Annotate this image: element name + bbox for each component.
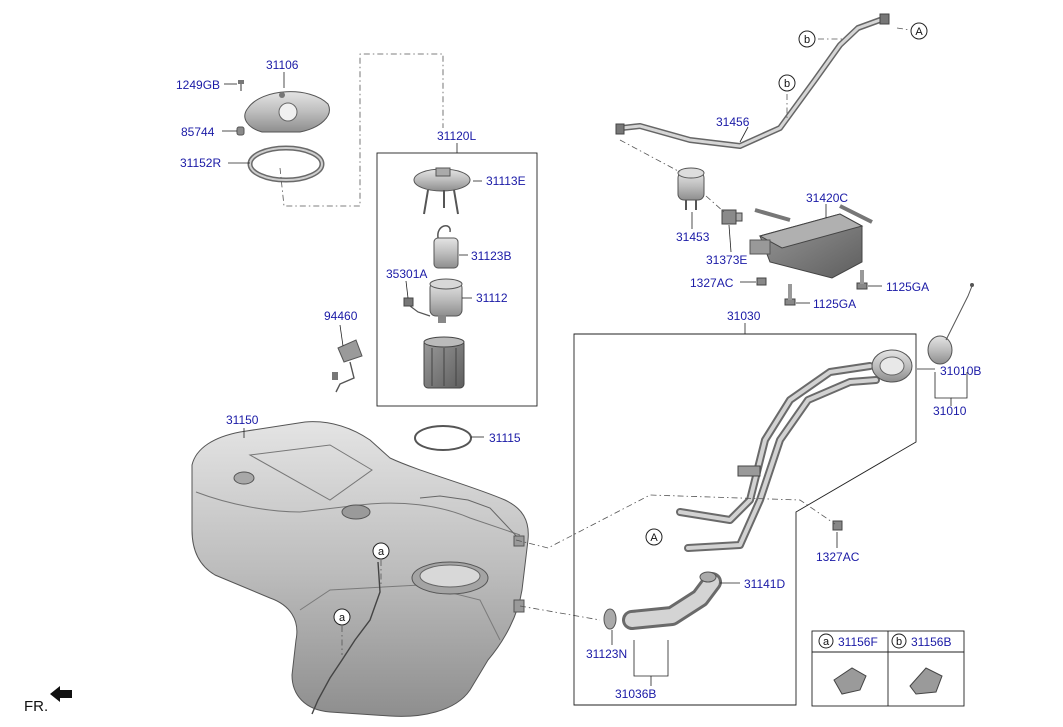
fuel-tank[interactable] [191,421,529,717]
bolt-1125ga-mid[interactable] [784,284,796,306]
legend-label-31156F[interactable]: 31156F [838,635,878,649]
marker-A-top: A [915,26,923,38]
marker-circle-b-top [798,30,816,48]
label-31120L[interactable]: 31120L [437,129,476,143]
label-35301A[interactable]: 35301A [386,267,427,281]
pump-reservoir[interactable] [423,336,465,389]
marker-circle-a-upper [372,542,390,560]
legend-clip-a-image [833,667,867,695]
label-31112[interactable]: 31112 [476,291,508,305]
label-1125GA-right[interactable]: 1125GA [886,280,929,294]
legend-marker-a: a [823,636,830,648]
legend-box [811,630,965,707]
label-1125GA-mid[interactable]: 1125GA [813,297,856,311]
label-31141D[interactable]: 31141D [744,577,785,591]
filler-hose-31036b[interactable] [603,571,722,630]
label-31036B[interactable]: 31036B [615,687,656,701]
sender-35301a[interactable] [403,297,431,317]
vapor-line-31456[interactable] [615,13,890,149]
marker-circle-b-mid [778,74,796,92]
label-31115[interactable]: 31115 [489,431,521,445]
marker-a-upper: a [378,546,385,558]
label-31106[interactable]: 31106 [266,58,299,72]
reference-lines [279,27,911,655]
nut-1327ac-top[interactable] [756,277,767,286]
label-1249GB[interactable]: 1249GB [176,78,220,92]
bolt-1125ga-right[interactable] [856,270,868,290]
bolt-1249gb[interactable] [238,80,244,91]
label-31420C[interactable]: 31420C [806,191,848,205]
tank-gasket-ring[interactable] [414,425,472,451]
fuel-filter-31123b[interactable] [433,225,459,269]
marker-circle-b-legend [891,633,907,649]
grommet-85744[interactable] [236,126,245,136]
filler-neck-box [573,333,917,706]
pump-retainer-plate[interactable] [244,91,330,133]
canister-31420c[interactable] [749,204,873,279]
filler-cap-31010b[interactable] [927,283,974,365]
legend-marker-b: b [896,636,902,648]
marker-circle-a-legend [818,633,834,649]
pump-flange[interactable] [413,167,471,215]
valve-31373e[interactable] [721,209,743,225]
retainer-gasket-ring[interactable] [247,145,325,183]
front-direction-arrow-icon [50,686,72,702]
fuel-sender-94460[interactable] [332,339,363,393]
label-31123B[interactable]: 31123B [471,249,511,263]
leader-lines [222,72,968,686]
label-1327AC-bottom[interactable]: 1327AC [816,550,860,564]
marker-a-lower: a [339,612,346,624]
label-31030[interactable]: 31030 [727,309,761,323]
label-1327AC-top[interactable]: 1327AC [690,276,734,290]
filler-neck-31030[interactable] [676,349,913,552]
label-31150[interactable]: 31150 [226,413,259,427]
label-31456[interactable]: 31456 [716,115,750,129]
marker-b-top: b [804,34,810,46]
label-94460[interactable]: 94460 [324,309,358,323]
marker-b-mid: b [784,78,790,90]
legend-clip-b-image [909,667,943,695]
ref-circles [333,22,928,649]
nut-1327ac-bottom[interactable] [832,520,843,531]
label-31152R[interactable]: 31152R [180,156,221,170]
label-31123N[interactable]: 31123N [586,647,627,661]
marker-circle-a-lower [333,608,351,626]
label-31010B[interactable]: 31010B [940,364,981,378]
legend-label-31156B[interactable]: 31156B [911,635,951,649]
label-31373E[interactable]: 31373E [706,253,747,267]
filter-31453[interactable] [677,167,705,210]
front-label: FR. [24,698,48,715]
fuel-pump-31112[interactable] [429,278,463,323]
marker-A-mid: A [650,532,658,544]
label-31453[interactable]: 31453 [676,230,710,244]
label-31010[interactable]: 31010 [933,404,967,418]
marker-circle-A-top [910,22,928,40]
label-85744[interactable]: 85744 [181,125,215,139]
label-31113E[interactable]: 31113E [486,174,526,188]
marker-circle-A-mid [645,528,663,546]
